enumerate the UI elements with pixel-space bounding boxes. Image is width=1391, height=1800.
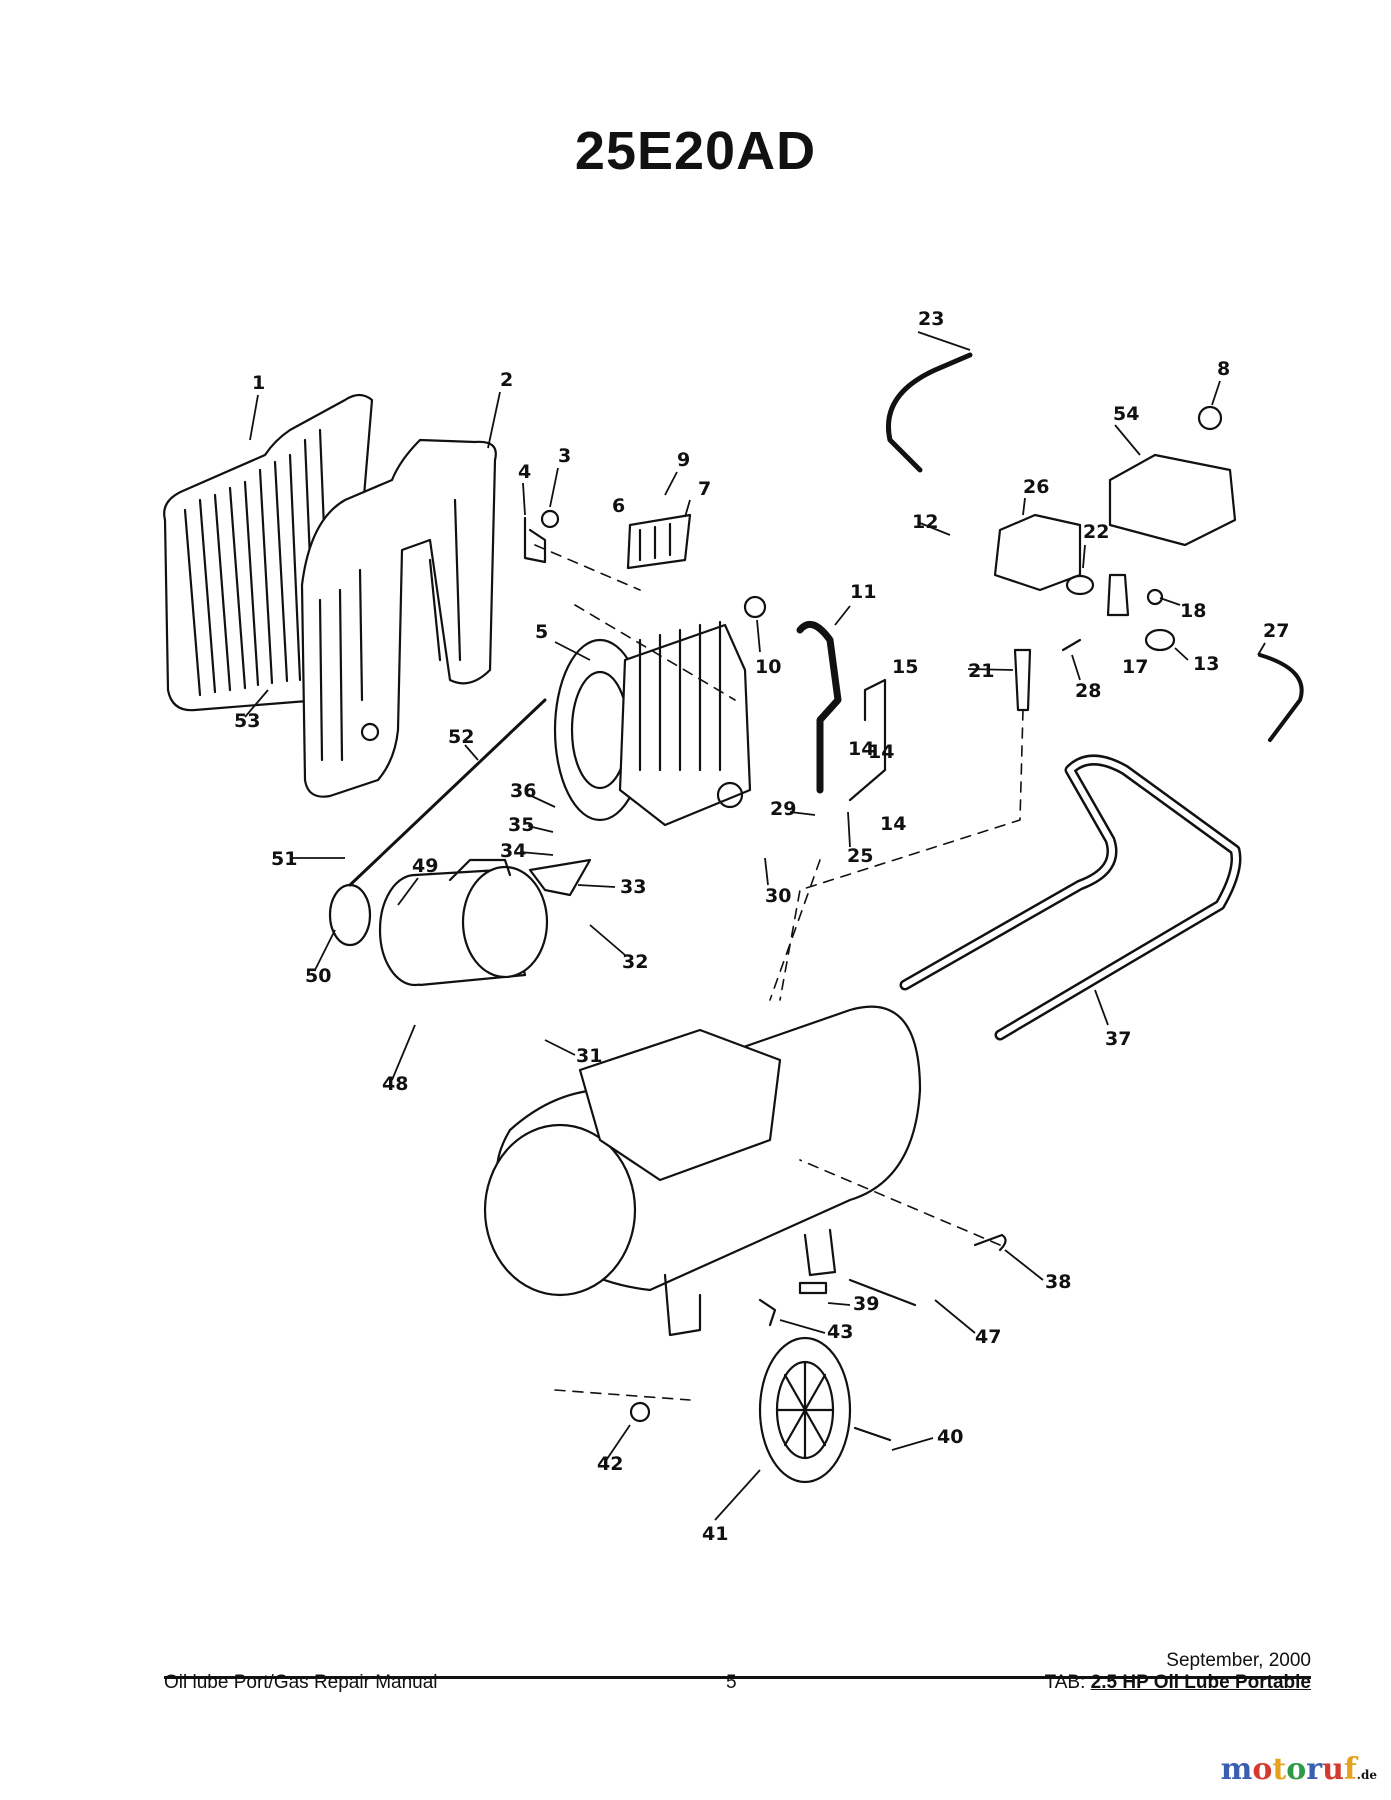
valve-plate <box>626 513 692 570</box>
line-15 <box>848 678 887 802</box>
callout-23: 23 <box>918 308 944 330</box>
callout-14b: 14 <box>880 813 906 835</box>
callout-13: 13 <box>1193 653 1219 675</box>
callout-54: 54 <box>1113 403 1139 425</box>
callout-17: 17 <box>1122 656 1148 678</box>
wire-27 <box>1258 653 1304 742</box>
callout-21: 21 <box>968 660 994 682</box>
callout-22: 22 <box>1083 521 1109 543</box>
callout-35: 35 <box>508 814 534 836</box>
callout-11: 11 <box>850 581 876 603</box>
motor-48 <box>378 858 549 987</box>
callout-1: 1 <box>252 372 265 394</box>
callout-43: 43 <box>827 1321 853 1343</box>
footer-page-number: 5 <box>726 1672 737 1693</box>
callout-49: 49 <box>412 855 438 877</box>
callout-50: 50 <box>305 965 331 987</box>
callout-6: 6 <box>612 495 625 517</box>
callout-2: 2 <box>500 369 513 391</box>
callout-28: 28 <box>1075 680 1101 702</box>
callout-48: 48 <box>382 1073 408 1095</box>
callout-40: 40 <box>937 1426 963 1448</box>
callout-15: 15 <box>892 656 918 678</box>
callout-25: 25 <box>847 845 873 867</box>
callout-41: 41 <box>702 1523 728 1545</box>
watermark-letter: t <box>1272 1752 1287 1787</box>
callout-14a: 14 <box>848 738 874 760</box>
watermark-text: motoruf <box>1221 1752 1357 1787</box>
callout-38: 38 <box>1045 1271 1071 1293</box>
watermark-letter: m <box>1220 1752 1253 1787</box>
belt-guard-inner <box>300 438 497 798</box>
callout-51: 51 <box>271 848 297 870</box>
watermark-letter: o <box>1286 1752 1307 1787</box>
pulley-50 <box>328 883 372 947</box>
compressor-pump <box>553 620 752 827</box>
watermark-letter: r <box>1306 1752 1323 1787</box>
air-tank <box>483 1005 922 1337</box>
callout-8: 8 <box>1217 358 1230 380</box>
callout-3: 3 <box>558 445 571 467</box>
callout-9: 9 <box>677 449 690 471</box>
callout-27: 27 <box>1263 620 1289 642</box>
callout-26: 26 <box>1023 476 1049 498</box>
footer-rule <box>164 1676 1311 1679</box>
watermark-letter: o <box>1252 1752 1273 1787</box>
pressure-switch-26 <box>993 513 1082 592</box>
footer-date: September, 2000 <box>1166 1650 1311 1671</box>
callout-47: 47 <box>975 1326 1001 1348</box>
watermark-letter: f <box>1343 1752 1357 1787</box>
callout-labels: 1 2 3 4 5 6 7 8 9 10 11 12 13 14 14 14 1… <box>234 308 1289 1545</box>
bracket-4 <box>523 509 560 564</box>
footer-tab-value: 2.5 HP Oil Lube Portable <box>1090 1672 1311 1693</box>
cover-54 <box>1108 453 1237 547</box>
callout-36: 36 <box>510 780 536 802</box>
callout-32: 32 <box>622 951 648 973</box>
bracket-32 <box>528 858 592 897</box>
page-title: 25E20AD <box>574 121 817 181</box>
callout-53: 53 <box>234 710 260 732</box>
callout-4: 4 <box>518 461 531 483</box>
callout-34: 34 <box>500 840 526 862</box>
watermark-suffix: .de <box>1356 1768 1377 1782</box>
footer-manual-title: Oil lube Port/Gas Repair Manual <box>164 1672 438 1693</box>
watermark-letter: u <box>1322 1752 1344 1787</box>
watermark: motoruf.de <box>1221 1752 1377 1787</box>
tube-11 <box>796 620 842 794</box>
power-cord-23 <box>886 352 973 473</box>
callout-14c: 14 <box>868 741 894 763</box>
callout-7: 7 <box>698 478 711 500</box>
callout-29: 29 <box>770 798 796 820</box>
callout-5: 5 <box>535 621 548 643</box>
footer-tab: TAB: 2.5 HP Oil Lube Portable <box>1045 1672 1311 1694</box>
callout-52: 52 <box>448 726 474 748</box>
callout-31: 31 <box>576 1045 602 1067</box>
callout-39: 39 <box>853 1293 879 1315</box>
footer-tab-prefix: TAB: <box>1044 1672 1091 1693</box>
callout-42: 42 <box>597 1453 623 1475</box>
callout-18: 18 <box>1180 600 1206 622</box>
callout-30: 30 <box>765 885 791 907</box>
callout-33: 33 <box>620 876 646 898</box>
callout-10: 10 <box>755 656 781 678</box>
nut-10 <box>743 595 767 619</box>
callout-37: 37 <box>1105 1028 1131 1050</box>
